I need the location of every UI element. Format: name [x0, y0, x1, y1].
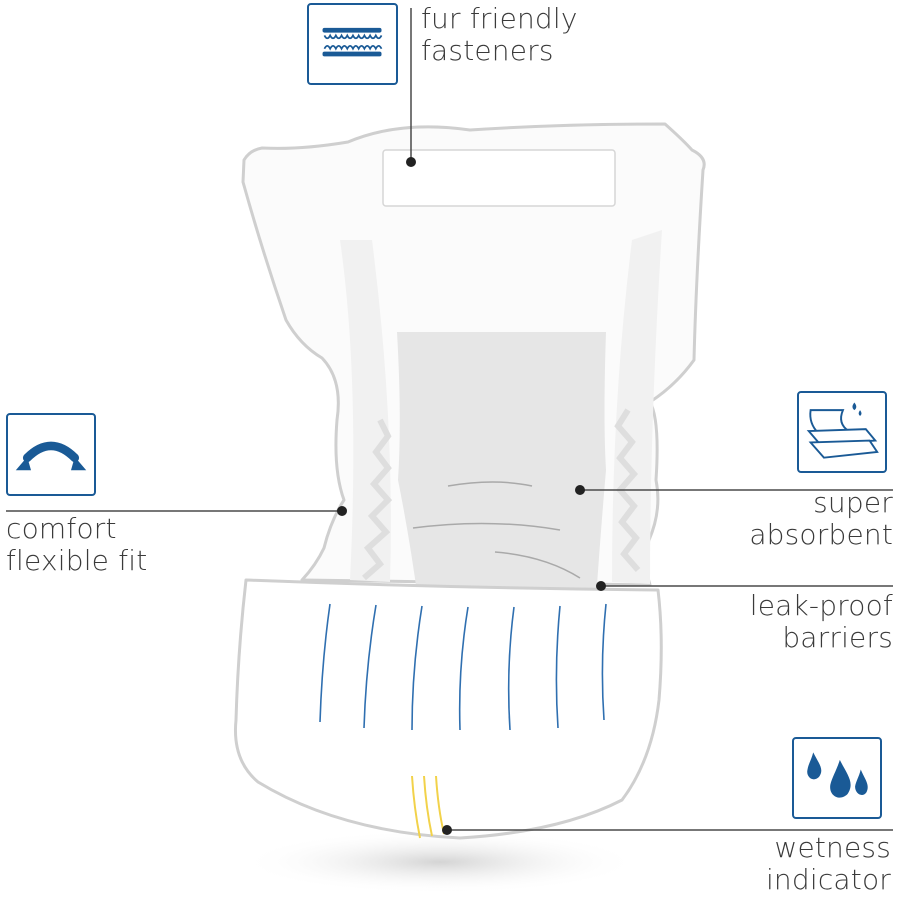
core-crease-1 — [447, 481, 533, 487]
diaper-front-panel — [233, 578, 663, 840]
dot-wetness — [442, 825, 452, 835]
core-crease-2 — [412, 522, 561, 531]
water-drops-icon — [792, 737, 882, 819]
absorbent-label-line2: absorbent — [749, 518, 893, 551]
dot-fasteners — [406, 157, 416, 167]
dot-absorbent — [575, 485, 585, 495]
barriers-label: leak-proof barriers — [750, 590, 893, 654]
absorbent-label-line1: super — [813, 486, 893, 519]
dot-barriers — [596, 581, 606, 591]
comfort-label-line1: comfort — [6, 512, 117, 545]
fasteners-label-line1: fur friendly — [421, 2, 578, 35]
absorbent-label: super absorbent — [749, 487, 893, 551]
wetness-label-line2: indicator — [765, 863, 891, 896]
flex-arrow-icon — [6, 413, 96, 496]
core-crease-3 — [494, 551, 581, 579]
floor-shadow — [240, 830, 640, 894]
fasteners-label-line2: fasteners — [421, 34, 554, 67]
fastener-icon — [307, 3, 398, 85]
left-leak-cuff — [362, 418, 393, 581]
left-inner-shading — [340, 240, 391, 582]
dot-comfort — [337, 506, 347, 516]
barriers-label-line2: barriers — [782, 621, 893, 654]
absorbent-layers-icon — [797, 391, 887, 473]
absorbent-core — [397, 332, 606, 600]
blue-stripes — [319, 603, 607, 731]
comfort-label-line2: flexible fit — [6, 544, 148, 577]
comfort-label: comfort flexible fit — [6, 513, 147, 577]
fasteners-label: fur friendly fasteners — [421, 3, 578, 67]
landing-zone — [382, 149, 616, 207]
wetness-label: wetness indicator — [766, 832, 891, 896]
barriers-label-line1: leak-proof — [749, 589, 893, 622]
wetness-label-line1: wetness — [774, 831, 891, 864]
